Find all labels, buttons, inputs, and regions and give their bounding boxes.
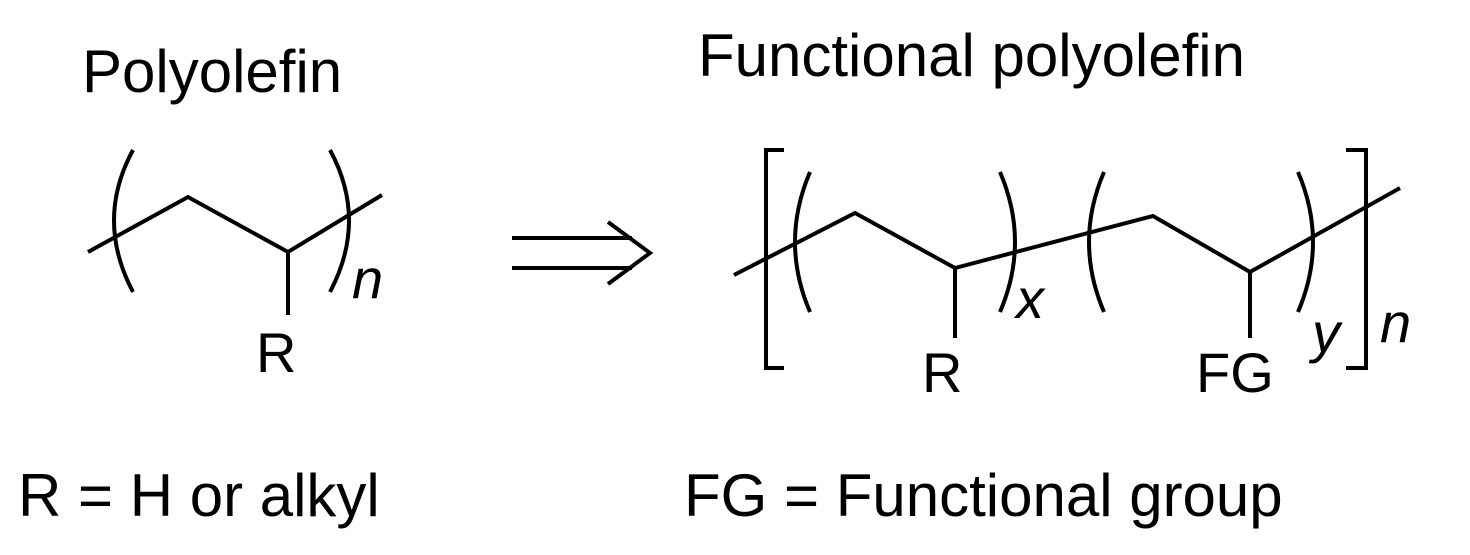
right-y-close-paren [1296,171,1315,313]
left-backbone-bond [87,193,384,255]
implies-arrow-icon [512,220,654,286]
right-title: Functional polyolefin [698,22,1245,89]
left-title: Polyolefin [82,38,342,105]
left-definition: R = H or alkyl [18,462,380,529]
left-close-paren [328,149,351,293]
right-repeat-subscript: n [1380,291,1411,354]
right-definition: FG = Functional group [684,462,1283,529]
left-open-paren [112,149,135,293]
right-fg-label: FG [1196,341,1274,404]
right-x-close-paren [998,171,1017,313]
left-repeat-subscript: n [352,247,383,310]
right-close-bracket [1346,148,1368,370]
right-y-open-paren [1087,171,1106,313]
functional-polyolefin-structure: R FG x y n [733,148,1411,404]
right-subscript-x: x [1013,267,1046,330]
right-x-open-paren [793,171,812,313]
right-subscript-y: y [1308,301,1343,364]
polyolefin-structure: R n [87,149,384,384]
right-r-label: R [922,341,962,404]
left-substituent-label: R [256,321,296,384]
right-backbone-bond [733,186,1401,277]
